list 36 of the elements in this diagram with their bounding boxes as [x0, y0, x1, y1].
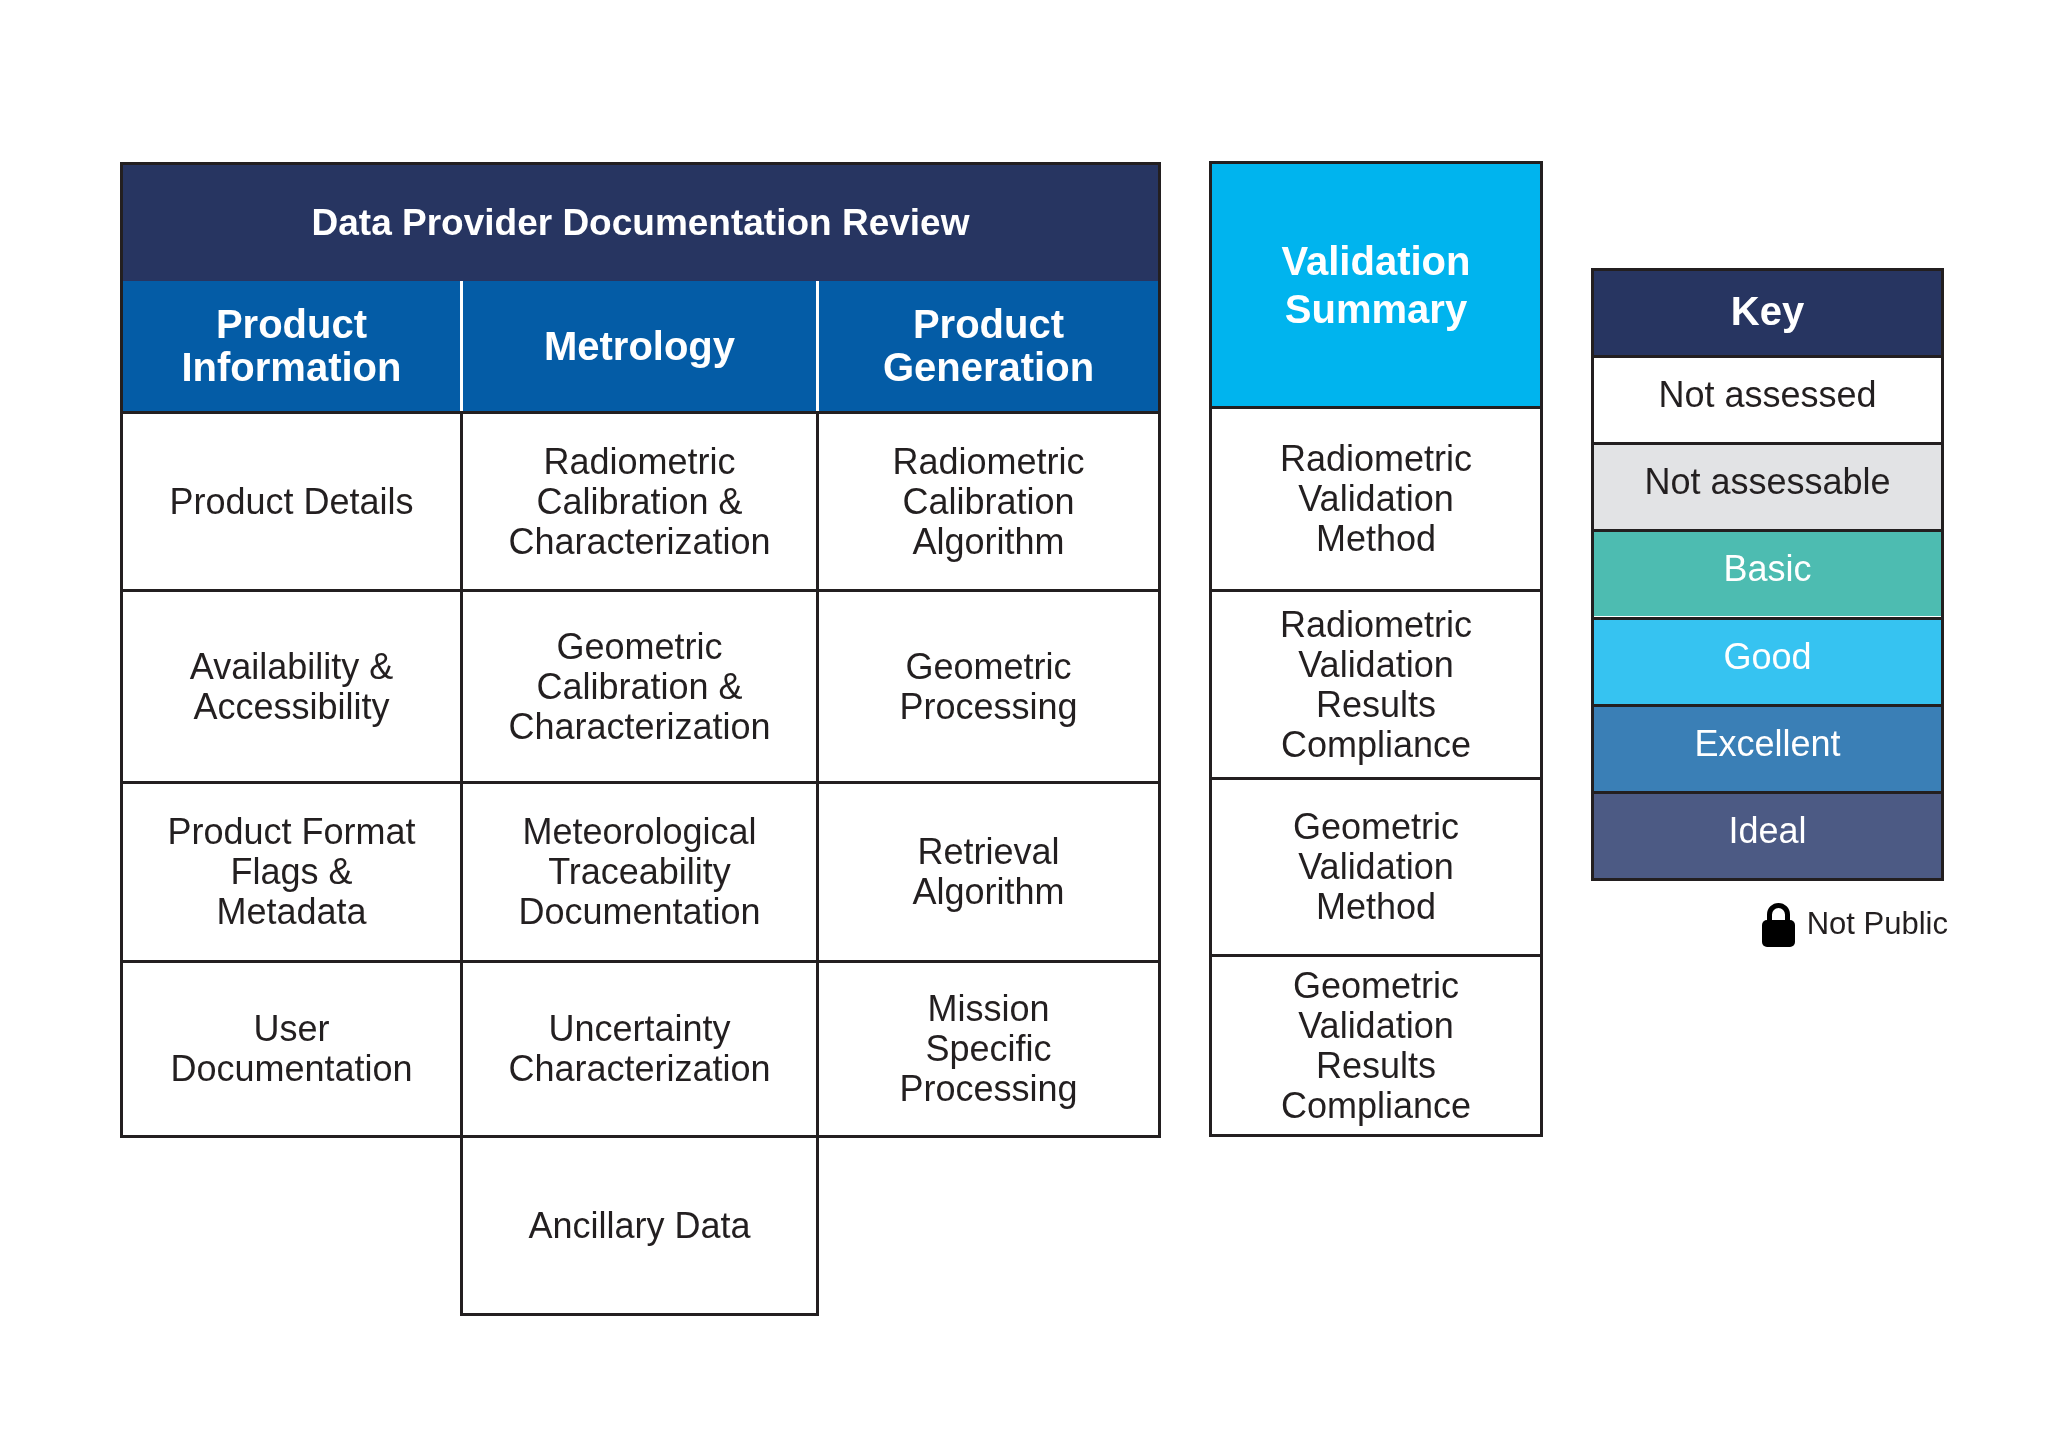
- item-label: Geometric Processing: [898, 646, 1079, 727]
- table-title: Data Provider Documentation Review: [123, 165, 1158, 281]
- item-label: Ancillary Data: [528, 1205, 751, 1246]
- legend-title: Key: [1594, 271, 1941, 355]
- column-title: Product Generation: [881, 303, 1096, 389]
- column-header: [819, 281, 1158, 411]
- item-label: Geometric Validation Results Compliance: [1279, 965, 1473, 1126]
- column-header: [463, 281, 816, 411]
- review-table: [120, 162, 1161, 1138]
- item-label: Geometric Calibration & Characterization: [507, 626, 772, 747]
- item-label: Product Details: [169, 481, 414, 522]
- item-label: Uncertainty Characterization: [507, 1009, 772, 1089]
- item-label: Radiometric Validation Method: [1278, 439, 1474, 559]
- item-label: Radiometric Calibration & Characterization: [507, 441, 772, 562]
- legend-label: Excellent: [1694, 723, 1841, 764]
- legend-label: Good: [1723, 636, 1812, 677]
- item-label: User Documentation: [169, 1009, 414, 1089]
- item-label: Retrieval Algorithm: [911, 832, 1066, 912]
- item-label: Meteorological Traceability Documentation: [517, 812, 762, 932]
- legend-label: Not assessed: [1658, 375, 1877, 416]
- legend-label: Basic: [1723, 549, 1812, 590]
- item-label: Geometric Validation Method: [1291, 807, 1460, 927]
- item-label: Product Format Flags & Metadata: [166, 812, 417, 932]
- column-title: Metrology: [543, 324, 736, 368]
- legend-label: Not assessable: [1644, 462, 1891, 503]
- table-cell: [460, 1135, 819, 1316]
- item-label: Radiometric Calibration Algorithm: [891, 441, 1086, 562]
- validation-column: [1209, 161, 1543, 1137]
- item-label: Availability & Accessibility: [188, 646, 395, 727]
- item-label: Mission Specific Processing: [898, 989, 1079, 1109]
- column-title: Validation Summary: [1212, 164, 1540, 406]
- legend-label: Not Public: [1806, 906, 1948, 942]
- column-header: [123, 281, 460, 411]
- legend-label: Ideal: [1728, 810, 1807, 851]
- item-label: Radiometric Validation Results Compliance: [1278, 604, 1474, 765]
- column-title: Product Information: [180, 303, 403, 389]
